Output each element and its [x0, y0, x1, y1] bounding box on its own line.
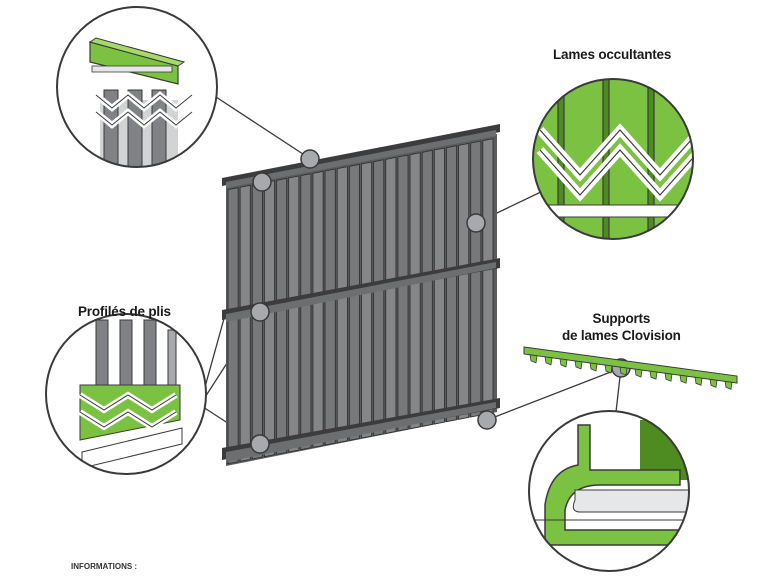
support-tooth — [619, 366, 628, 376]
fence-slat — [446, 145, 457, 423]
support-tooth — [664, 372, 673, 382]
fence-slat — [458, 142, 470, 420]
fence-panel — [222, 124, 500, 466]
marker-top-rail — [300, 149, 320, 169]
label-supports-clovision: Supports de lames Clovision — [562, 310, 681, 344]
fence-slat — [227, 187, 239, 465]
label-lames-occultantes: Lames occultantes — [553, 47, 672, 62]
support-tooth — [529, 354, 538, 364]
fence-slat — [433, 147, 445, 425]
label-supports-line1: Supports — [592, 311, 651, 326]
support-tooth — [709, 378, 718, 388]
support-tooth — [559, 358, 568, 368]
fence-slat — [312, 170, 324, 448]
fence-slat — [288, 175, 300, 453]
fence-slat — [276, 177, 288, 455]
slats-group — [227, 138, 494, 465]
marker-left-top — [252, 172, 272, 192]
support-tooth — [574, 360, 583, 370]
support-strip — [523, 346, 738, 390]
support-tooth — [694, 376, 703, 386]
fence-slat — [373, 159, 385, 437]
label-supports-line2: de lames Clovision — [562, 328, 681, 343]
marker-slat — [466, 213, 486, 233]
support-tooth — [589, 362, 598, 372]
detail-top-right — [532, 78, 694, 240]
marker-left-mid — [250, 302, 270, 322]
informations-heading: INFORMATIONS : — [71, 562, 138, 571]
marker-bottom-rail — [477, 410, 497, 430]
detail-bottom-right — [528, 410, 690, 572]
detail-top-left — [56, 6, 218, 168]
fence-slat — [482, 138, 494, 416]
support-tooth — [649, 370, 658, 380]
support-tooth — [604, 364, 613, 374]
fence-slat — [239, 184, 251, 462]
support-tooth — [634, 368, 643, 378]
marker-left-bottom — [250, 434, 270, 454]
fence-slat — [300, 173, 312, 451]
support-tooth — [724, 380, 733, 390]
label-profiles-de-plis: Profilés de plis — [78, 304, 171, 319]
fence-slat — [324, 168, 336, 446]
fence-slat — [385, 156, 397, 434]
fence-slat — [361, 161, 373, 439]
support-tooth — [544, 356, 553, 366]
fence-slat — [470, 140, 482, 418]
fence-slat — [348, 163, 360, 441]
fence-slat — [421, 149, 433, 427]
fence-slat — [397, 154, 409, 432]
support-tooth — [679, 374, 688, 384]
fence-slat — [336, 166, 348, 444]
detail-mid-left — [45, 313, 207, 475]
fence-slat — [409, 152, 421, 430]
